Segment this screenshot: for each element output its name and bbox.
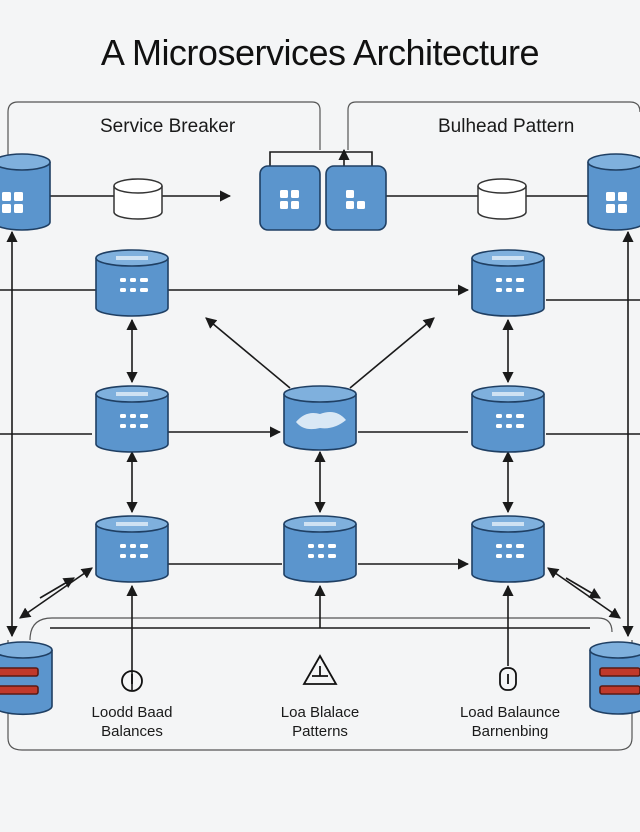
corner-node-bottom-left xyxy=(0,641,53,716)
edge-bottom-right-diagonal-2 xyxy=(565,577,601,599)
service-node-node-3b xyxy=(283,515,357,583)
service-node-node-2c xyxy=(471,385,545,453)
grid-icon xyxy=(496,414,524,428)
caption-right: Load Balaunce Barnenbing xyxy=(440,703,580,741)
caption-left-line-1: Loodd Baad xyxy=(91,704,173,721)
edge-bottom-right-diagonal xyxy=(547,567,621,619)
edge-service-pair-bridge xyxy=(269,151,373,168)
frame-right xyxy=(347,101,640,150)
caption-center: Loa Blalace Patterns xyxy=(250,703,390,741)
service-box-right xyxy=(325,165,387,231)
grid-icon xyxy=(346,190,365,209)
caption-left: Loodd Baad Balances xyxy=(62,703,202,741)
section-label-bulkhead-pattern: Bulhead Pattern xyxy=(438,116,575,137)
corner-node-top-left xyxy=(0,153,51,231)
service-node-node-3c xyxy=(471,515,545,583)
grid-icon xyxy=(120,414,148,428)
database-left xyxy=(113,178,163,220)
edge-bottom-left-diagonal-2 xyxy=(39,577,75,599)
caption-center-line-2: Patterns xyxy=(292,723,348,740)
frame-bottom xyxy=(7,640,633,751)
grid-icon xyxy=(308,544,336,558)
service-node-node-1c xyxy=(471,249,545,317)
section-label-service-breaker: Service Breaker xyxy=(100,116,236,137)
caption-center-line-1: Loa Blalace xyxy=(280,704,360,721)
red-band xyxy=(599,667,640,677)
service-node-node-1a xyxy=(95,249,169,317)
caption-right-line-1: Load Balaunce xyxy=(459,704,561,721)
frame-left xyxy=(7,101,321,190)
service-box-left xyxy=(259,165,321,231)
grid-icon xyxy=(496,278,524,292)
corner-node-top-right xyxy=(587,153,640,231)
lock-icon xyxy=(121,670,143,692)
grid-icon xyxy=(2,192,23,213)
grid-icon xyxy=(496,544,524,558)
warning-triangle-icon xyxy=(302,654,338,685)
red-band xyxy=(599,685,640,695)
grid-icon xyxy=(120,544,148,558)
caption-left-line-2: Balances xyxy=(101,723,163,740)
red-band xyxy=(0,667,39,677)
edge-hub-up-left xyxy=(205,317,291,389)
lock-icon xyxy=(499,667,517,691)
grid-icon xyxy=(606,192,627,213)
database-right xyxy=(477,178,527,220)
edge-bottom-left-diagonal xyxy=(19,567,93,619)
corner-node-bottom-right xyxy=(589,641,640,715)
diagram-title: A Microservices Architecture xyxy=(100,32,540,73)
section-frames xyxy=(7,101,640,751)
service-node-node-3a xyxy=(95,515,169,583)
grid-icon xyxy=(120,278,148,292)
hub-node xyxy=(283,385,357,451)
red-band xyxy=(0,685,39,695)
service-box-pair xyxy=(259,165,387,231)
grid-icon xyxy=(280,190,299,209)
edge-hub-up-right xyxy=(349,317,435,389)
caption-right-line-2: Barnenbing xyxy=(471,723,549,740)
cloud-icon xyxy=(296,412,346,430)
service-node-node-2a xyxy=(95,385,169,453)
frame-inner-bottom xyxy=(29,617,613,641)
